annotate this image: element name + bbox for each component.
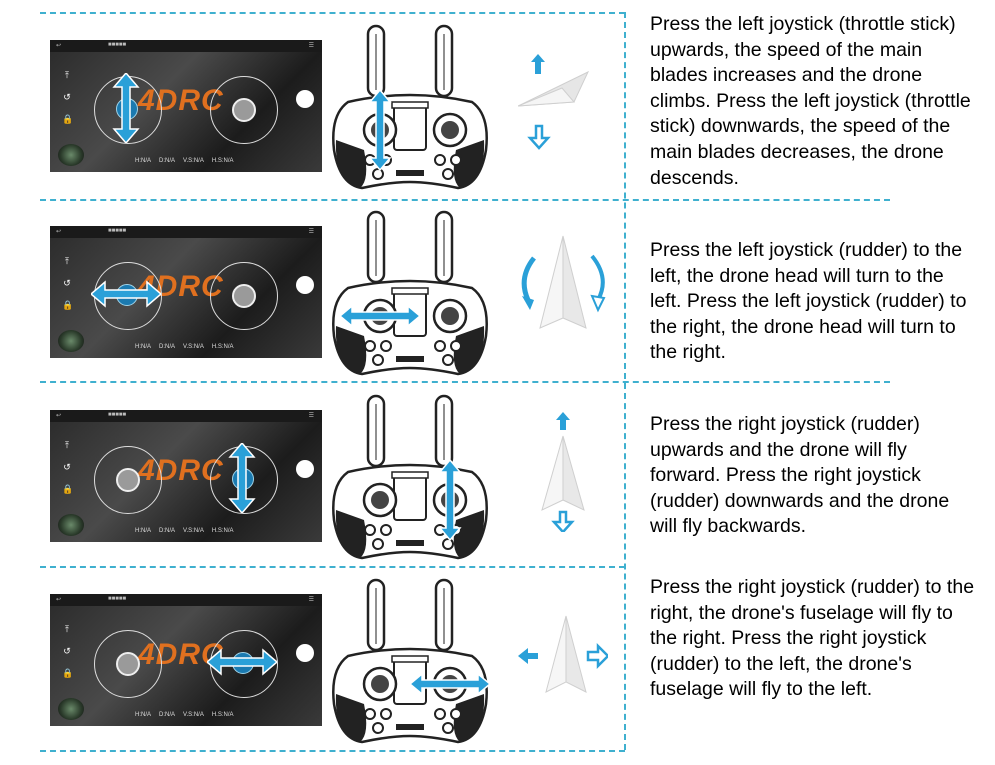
takeoff-icon: ⤒ <box>65 256 69 266</box>
left-joystick-knob <box>116 468 140 492</box>
screen-direction-arrow-icon <box>228 441 256 518</box>
divider-bottom <box>40 750 625 752</box>
compass-radar-icon <box>58 144 84 166</box>
compass-radar-icon <box>58 698 84 720</box>
remote-controller <box>330 574 492 746</box>
divider-row3 <box>40 566 625 568</box>
divider-row1 <box>40 199 890 201</box>
takeoff-icon: ⤒ <box>65 70 69 80</box>
flight-stats: H:N/A D:N/A V.S:N/A H.S:N/A <box>135 528 234 538</box>
screen-direction-arrow-icon <box>112 71 140 148</box>
lock-icon: 🔒 <box>62 484 74 494</box>
step-2-description: Press the left joystick (rudder) to the … <box>650 239 967 364</box>
motion-symbol <box>517 42 608 162</box>
flight-stat: H.S:N/A <box>211 158 234 164</box>
flight-stat: V.S:N/A <box>183 712 204 718</box>
back-arrow-icon: ↩ <box>56 413 62 419</box>
record-button <box>296 460 314 478</box>
takeoff-icon: ⤒ <box>65 440 69 450</box>
remote-controller <box>330 20 490 192</box>
lock-icon: 🔒 <box>62 300 74 310</box>
flight-stat: H:N/A <box>135 528 152 534</box>
record-button <box>296 644 314 662</box>
flight-stat: H.S:N/A <box>211 344 234 350</box>
step-3-description: Press the right joystick (rudder) upward… <box>650 413 950 538</box>
app-status-text: ■■■■■ <box>108 412 127 418</box>
motion-symbol <box>518 412 608 534</box>
flight-stat: D:N/A <box>159 344 176 350</box>
app-status-bar: ↩ ■■■■■ ☰ <box>50 594 322 606</box>
flight-stat: H.S:N/A <box>211 528 234 534</box>
flight-stat: V.S:N/A <box>183 528 204 534</box>
app-status-bar: ↩ ■■■■■ ☰ <box>50 40 322 52</box>
flight-stat: V.S:N/A <box>183 158 204 164</box>
record-button <box>296 276 314 294</box>
left-joystick-ring <box>94 446 162 514</box>
remote-controller <box>330 390 490 562</box>
left-joystick-knob <box>116 652 140 676</box>
return-icon: ↺ <box>63 646 71 656</box>
screen-direction-arrow-icon <box>89 280 163 313</box>
flight-stats: H:N/A D:N/A V.S:N/A H.S:N/A <box>135 344 234 354</box>
compass-radar-icon <box>58 330 84 352</box>
right-joystick-knob <box>232 98 256 122</box>
step-4-description: Press the right joystick (rudder) to the… <box>650 576 975 701</box>
flight-stat: H:N/A <box>135 344 152 350</box>
flight-stat: D:N/A <box>159 528 176 534</box>
flight-stat: H:N/A <box>135 158 152 164</box>
back-arrow-icon: ↩ <box>56 229 62 235</box>
right-joystick-knob <box>232 284 256 308</box>
right-joystick-ring <box>210 76 278 144</box>
menu-icon: ☰ <box>308 229 314 235</box>
record-button <box>296 90 314 108</box>
app-status-text: ■■■■■ <box>108 596 127 602</box>
menu-icon: ☰ <box>308 43 314 49</box>
flight-stats: H:N/A D:N/A V.S:N/A H.S:N/A <box>135 158 234 168</box>
motion-symbol <box>518 228 608 348</box>
left-joystick-ring <box>94 630 162 698</box>
flight-stat: H:N/A <box>135 712 152 718</box>
divider-top <box>40 12 625 14</box>
app-status-bar: ↩ ■■■■■ ☰ <box>50 410 322 422</box>
divider-row2 <box>40 381 890 383</box>
remote-controller <box>330 206 490 378</box>
step-1-description: Press the left joystick (throttle stick)… <box>650 13 971 189</box>
menu-icon: ☰ <box>308 413 314 419</box>
screen-direction-arrow-icon <box>205 648 279 681</box>
motion-symbol <box>518 596 610 716</box>
lock-icon: 🔒 <box>62 114 74 124</box>
app-status-text: ■■■■■ <box>108 42 127 48</box>
right-joystick-ring <box>210 262 278 330</box>
flight-stat: V.S:N/A <box>183 344 204 350</box>
back-arrow-icon: ↩ <box>56 597 62 603</box>
return-icon: ↺ <box>63 92 71 102</box>
app-status-bar: ↩ ■■■■■ ☰ <box>50 226 322 238</box>
flight-stats: H:N/A D:N/A V.S:N/A H.S:N/A <box>135 712 234 722</box>
return-icon: ↺ <box>63 278 71 288</box>
flight-stat: D:N/A <box>159 158 176 164</box>
flight-stat: H.S:N/A <box>211 712 234 718</box>
app-status-text: ■■■■■ <box>108 228 127 234</box>
flight-stat: D:N/A <box>159 712 176 718</box>
menu-icon: ☰ <box>308 597 314 603</box>
back-arrow-icon: ↩ <box>56 43 62 49</box>
compass-radar-icon <box>58 514 84 536</box>
takeoff-icon: ⤒ <box>65 624 69 634</box>
lock-icon: 🔒 <box>62 668 74 678</box>
return-icon: ↺ <box>63 462 71 472</box>
